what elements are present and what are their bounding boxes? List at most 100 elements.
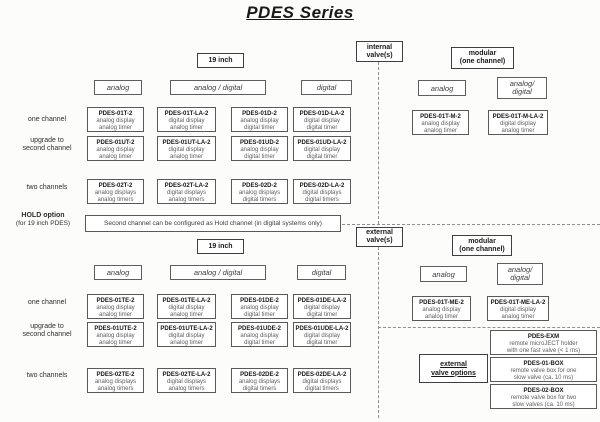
product-desc: analog timer xyxy=(501,314,535,320)
external-valves-box: external valve(s) xyxy=(356,227,403,247)
product-code: PDES-02T-LA-2 xyxy=(164,183,209,189)
header-analog-lower: analog xyxy=(94,265,142,280)
product-desc: analog timers xyxy=(97,386,134,392)
product-box-pdes-01ud-la-2: PDES-01UD-LA-2 digital display digital t… xyxy=(293,136,351,161)
header-line: analog/ xyxy=(509,79,535,88)
product-box-pdes-01t-2: PDES-01T-2 analog display analog timer xyxy=(87,107,144,132)
product-desc: with one fast valve (< 1 ms) xyxy=(506,348,581,354)
product-desc: digital timer xyxy=(244,312,275,318)
external-valve-options-line2: valve options xyxy=(431,369,476,377)
product-desc: analog timer xyxy=(501,128,535,134)
product-code: PDES-01TE-LA-2 xyxy=(162,298,211,304)
product-desc: analog timer xyxy=(98,125,133,131)
product-desc: digital timer xyxy=(306,340,338,346)
header-line: digital xyxy=(512,87,532,96)
product-box-pdes-02d-2: PDES-02D-2 analog displays digital timer… xyxy=(231,179,288,204)
product-desc: digital displays xyxy=(302,190,342,196)
product-desc: analog timers xyxy=(168,197,205,203)
product-box-pdes-01t-me-2: PDES-01T-ME-2 analog display analog time… xyxy=(412,296,471,321)
header-analog-upper: analog xyxy=(94,80,142,95)
product-code: PDES-01UT-2 xyxy=(96,140,135,146)
connector-external-valves-vertical xyxy=(378,247,379,418)
row-label-two-channels-upper: two channels xyxy=(26,184,68,191)
connector-section-divider-lower xyxy=(378,327,600,328)
product-desc: digital display xyxy=(168,333,205,339)
product-code: PDES-01DE-2 xyxy=(240,298,279,304)
product-box-pdes-01t-la-2: PDES-01T-LA-2 digital display analog tim… xyxy=(157,107,216,132)
row-label-line: upgrade to xyxy=(30,137,64,144)
product-code: PDES-01D-LA-2 xyxy=(299,111,345,117)
product-code: PDES-02TE-LA-2 xyxy=(162,372,211,378)
product-desc: digital display xyxy=(303,147,341,153)
product-desc: digital timer xyxy=(306,312,338,318)
modular-lower-line1: modular xyxy=(468,237,496,245)
product-box-pdes-01t-m-la-2: PDES-01T-M-LA-2 digital display analog t… xyxy=(488,110,548,135)
row-label-hold-option: HOLD option (for 19 inch PDES) xyxy=(2,212,84,228)
product-desc: digital displays xyxy=(166,190,207,196)
product-desc: analog displays xyxy=(94,379,137,385)
product-code: PDES-01-BOX xyxy=(523,361,564,367)
product-desc: digital timers xyxy=(305,197,339,203)
product-desc: digital display xyxy=(499,307,537,313)
header-digital-lower: digital xyxy=(297,265,346,280)
product-box-pdes-exm: PDES-EXM remote microJECT holder with on… xyxy=(490,330,597,355)
product-box-pdes-01d-la-2: PDES-01D-LA-2 digital display digital ti… xyxy=(293,107,351,132)
product-desc: remote valve box for one xyxy=(510,368,577,374)
product-box-pdes-01ude-la-2: PDES-01UDE-LA-2 digital display digital … xyxy=(293,322,351,347)
product-desc: digital timers xyxy=(242,386,277,392)
product-code: PDES-02DE-LA-2 xyxy=(297,372,347,378)
product-desc: digital timer xyxy=(244,340,275,346)
product-desc: analog timer xyxy=(98,340,133,346)
product-code: PDES-01UTE-2 xyxy=(94,326,137,332)
product-desc: slow valves (ca. 10 ms) xyxy=(512,402,575,408)
modular-lower-line2: (one channel) xyxy=(459,245,505,253)
product-code: PDES-02-BOX xyxy=(523,388,564,394)
product-code: PDES-01UD-2 xyxy=(239,140,279,146)
row-label-line: second channel xyxy=(22,331,72,338)
product-box-pdes-01ud-2: PDES-01UD-2 analog display digital timer xyxy=(231,136,288,161)
product-code: PDES-EXM xyxy=(527,334,560,340)
product-desc: analog display xyxy=(240,147,279,153)
rack-19inch-upper-label: 19 inch xyxy=(208,56,233,64)
product-code: PDES-01D-2 xyxy=(242,111,277,117)
product-code: PDES-01TE-2 xyxy=(96,298,135,304)
product-desc: analog display xyxy=(96,118,135,124)
external-valve-options-line1: external xyxy=(440,360,467,368)
product-box-pdes-02-box: PDES-02-BOX remote valve box for two slo… xyxy=(490,384,597,409)
product-desc: digital displays xyxy=(166,379,207,385)
product-code: PDES-01UD-LA-2 xyxy=(297,140,347,146)
product-desc: analog display xyxy=(240,333,279,339)
product-desc: analog display xyxy=(240,118,279,124)
product-box-pdes-01ude-2: PDES-01UDE-2 analog display digital time… xyxy=(231,322,288,347)
row-label-line: second channel xyxy=(22,145,72,152)
product-code: PDES-02D-2 xyxy=(242,183,277,189)
rack-19inch-lower-box: 19 inch xyxy=(197,239,244,254)
hold-note-box: Second channel can be configured as Hold… xyxy=(85,215,341,232)
external-valves-line1: external xyxy=(366,229,393,236)
header-modular-analog-digital-lower: analog/ digital xyxy=(497,263,543,285)
product-desc: digital timer xyxy=(244,154,275,160)
product-code: PDES-01UDE-2 xyxy=(237,326,281,332)
rack-19inch-lower-label: 19 inch xyxy=(208,242,233,250)
product-box-pdes-01ut-2: PDES-01UT-2 analog display analog timer xyxy=(87,136,144,161)
product-box-pdes-01ute-la-2: PDES-01UTE-LA-2 digital display analog t… xyxy=(157,322,216,347)
header-modular-analog-digital-upper: analog/ digital xyxy=(497,77,547,99)
product-code: PDES-01T-ME-LA-2 xyxy=(490,300,546,306)
product-desc: analog timer xyxy=(169,154,204,160)
header-line: analog/ xyxy=(507,265,533,274)
header-analog-digital-upper: analog / digital xyxy=(170,80,266,95)
product-desc: remote valve box for two xyxy=(510,395,577,401)
product-box-pdes-01te-la-2: PDES-01TE-LA-2 digital display analog ti… xyxy=(157,294,216,319)
product-desc: analog timer xyxy=(169,312,204,318)
modular-lower-box: modular (one channel) xyxy=(452,235,512,256)
header-line: digital xyxy=(510,273,530,282)
product-box-pdes-01-box: PDES-01-BOX remote valve box for one slo… xyxy=(490,357,597,382)
product-desc: digital timers xyxy=(305,386,339,392)
row-label-one-channel-lower: one channel xyxy=(27,299,67,306)
product-box-pdes-01t-me-la-2: PDES-01T-ME-LA-2 digital display analog … xyxy=(487,296,549,321)
product-desc: analog timer xyxy=(169,125,204,131)
row-label-line: upgrade to xyxy=(30,323,64,330)
internal-valves-line2: valve(s) xyxy=(366,51,393,59)
product-desc: analog display xyxy=(96,147,135,153)
